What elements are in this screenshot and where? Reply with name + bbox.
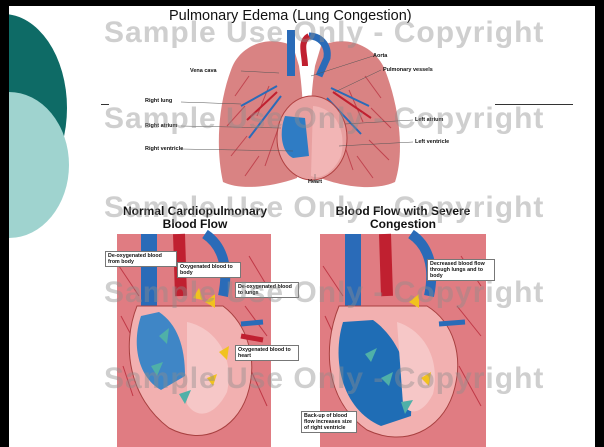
- note-back-up-of-blood: Back-up of blood flow increases size of …: [301, 411, 357, 433]
- label-pulmonary-vessels: Pulmonary vessels: [383, 67, 433, 73]
- watermark: Sample Use Only - Copyright: [104, 102, 544, 136]
- watermark: Sample Use Only - Copyright: [104, 191, 544, 225]
- note-oxygenated-to-heart: Oxygenated blood to heart: [235, 345, 299, 361]
- watermark: Sample Use Only - Copyright: [104, 362, 544, 396]
- label-aorta: Aorta: [373, 53, 387, 59]
- watermark: Sample Use Only - Copyright: [104, 276, 544, 310]
- label-right-ventricle: Right ventricle: [145, 146, 183, 152]
- watermark: Sample Use Only - Copyright: [104, 16, 544, 50]
- label-left-ventricle: Left ventricle: [415, 139, 449, 145]
- label-heart: Heart: [308, 179, 322, 185]
- label-vena-cava: Vena cava: [190, 68, 217, 74]
- note-deoxygenated-from-body: De-oxygenated blood from body: [105, 251, 177, 267]
- slide: Pulmonary Edema (Lung Congestion) Vena c…: [9, 6, 595, 447]
